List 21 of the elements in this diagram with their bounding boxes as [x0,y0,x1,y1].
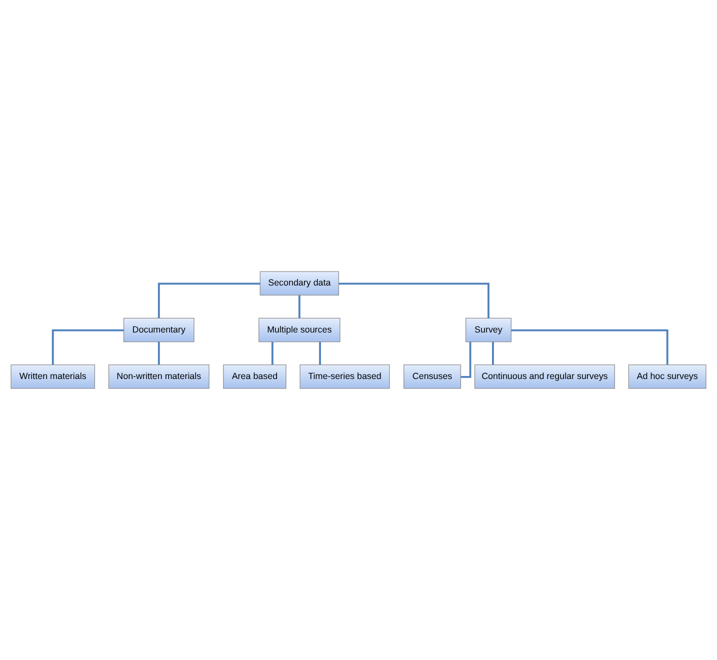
node-box: Documentary [123,318,194,342]
connector [511,329,668,365]
node-box: Ad hoc surveys [628,364,706,389]
connector [158,342,160,365]
connector [319,342,321,365]
connector [52,329,124,365]
connector [271,342,274,365]
node-box: Area based [223,364,286,389]
node-box: Multiple sources [258,318,340,342]
connector [338,282,490,318]
node-box: Non-written materials [108,364,210,389]
node-box: Censuses [404,364,462,389]
node-box: Survey [466,318,512,342]
connector [298,295,300,318]
node-box: Written materials [10,364,96,389]
node-box: Continuous and regular surveys [474,364,615,389]
node-box: Secondary data [260,271,340,296]
connector [492,342,494,365]
node-box: Time-series based [300,364,390,389]
connector [158,282,260,318]
connector [460,342,472,378]
